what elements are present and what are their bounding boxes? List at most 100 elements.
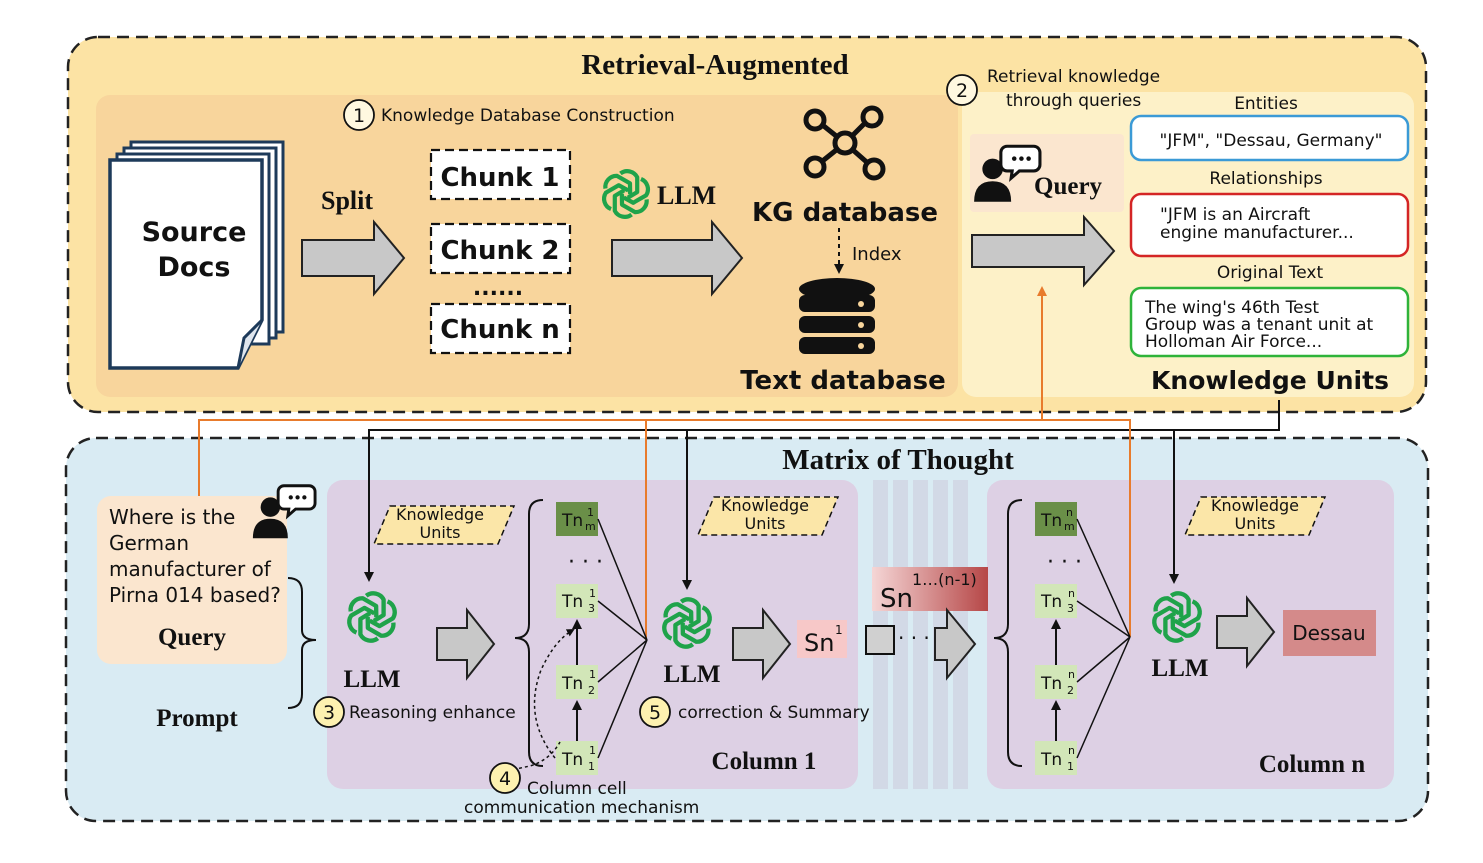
- llm-label-top: LLM: [657, 181, 716, 210]
- original-text-line1: The wing's 46th Test: [1144, 298, 1319, 318]
- col1-node-1-sup: 1: [589, 744, 596, 757]
- question-line1: Where is the: [109, 505, 235, 529]
- kg-database-label: KG database: [752, 198, 938, 228]
- source-docs-icon: [108, 140, 285, 370]
- chunk-2-label: Chunk 2: [440, 236, 559, 266]
- coln-node-1-base: Tn: [1040, 750, 1062, 770]
- coln-node-2-sub: 2: [1067, 684, 1074, 697]
- step5-number: 5: [649, 702, 661, 724]
- step1-label: Knowledge Database Construction: [381, 106, 675, 126]
- col1-node-m-base: Tn: [561, 511, 583, 531]
- kg-network-icon: [803, 105, 886, 181]
- relationships-line1: "JFM is an Aircraft: [1160, 205, 1311, 225]
- prompt-brace: [287, 577, 317, 709]
- answer-text: Dessau: [1292, 621, 1365, 645]
- col1-node-3-base: Tn: [561, 592, 583, 612]
- relationships-line2: engine manufacturer...: [1160, 223, 1354, 243]
- ku-to-llm1-line: [364, 400, 1280, 582]
- column-n-label: Column n: [1259, 751, 1365, 778]
- col1-vdots: · · ·: [568, 550, 603, 575]
- source-docs-line2: Docs: [157, 252, 230, 283]
- step2-label-line1: Retrieval knowledge: [987, 67, 1160, 87]
- sn-prev-sup: 1…(n-1): [912, 570, 977, 589]
- prompt-label: Prompt: [156, 705, 238, 732]
- text-database-icon: [799, 278, 875, 354]
- step4-number: 4: [499, 768, 511, 790]
- retrieval-augmented-title: Retrieval-Augmented: [581, 49, 848, 81]
- step2-label-line2: through queries: [1006, 91, 1141, 111]
- sn1-sup: 1: [835, 623, 843, 637]
- columnn-brace: [993, 499, 1023, 767]
- step3-label: Reasoning enhance: [349, 703, 516, 723]
- sn1-box: [797, 620, 847, 658]
- relationships-heading: Relationships: [1209, 169, 1322, 189]
- chunk-2-box: [429, 222, 572, 275]
- step4-label-line1: Column cell: [527, 779, 627, 799]
- llm1-arrow: [436, 607, 496, 681]
- step2-badge: [946, 74, 978, 106]
- coln-node-m-base: Tn: [1040, 511, 1062, 531]
- column1-brace: [514, 499, 544, 767]
- entities-text: "JFM", "Dessau, Germany": [1160, 131, 1383, 151]
- ku-tag-1-line1: Knowledge: [396, 505, 484, 524]
- ku-tag-n-line1: Knowledge: [1211, 496, 1299, 515]
- llm-col1-arrow: [732, 607, 792, 681]
- text-database-label: Text database: [740, 366, 946, 396]
- coln-node-m-sup: n: [1066, 506, 1073, 519]
- step4-label-line2: communication mechanism: [464, 798, 699, 818]
- coln-node-1-sub: 1: [1067, 760, 1074, 773]
- llm-to-kg-arrow: [611, 219, 744, 297]
- sn-prev-base: Sn: [880, 584, 913, 614]
- coln-nodes: [1035, 502, 1077, 775]
- llm-coln-label: LLM: [1152, 655, 1209, 682]
- chunk-n-box: [429, 302, 572, 355]
- step1-badge: [343, 99, 375, 131]
- relationships-box: [1129, 192, 1410, 258]
- question-line4: Pirna 014 based?: [109, 583, 281, 607]
- coln-node-2-sup: n: [1068, 668, 1075, 681]
- col1-nodes: [556, 502, 598, 775]
- original-text-heading: Original Text: [1217, 263, 1324, 283]
- column-1-label: Column 1: [712, 748, 817, 775]
- question-line3: manufacturer of: [109, 557, 272, 581]
- sn-prev-box: [872, 567, 988, 611]
- step1-number: 1: [353, 105, 365, 127]
- chunk-n-label: Chunk n: [440, 315, 559, 345]
- col1-node-1-sub: 1: [588, 760, 595, 773]
- col1-node-m-sub: m: [585, 520, 596, 533]
- coln-node-1-sup: n: [1068, 744, 1075, 757]
- ku-tag-n: [1183, 496, 1327, 536]
- col1-node-3-sup: 1: [589, 587, 596, 600]
- step3-badge: [313, 696, 345, 728]
- index-label: Index: [852, 244, 902, 265]
- step5-label: correction & Summary: [678, 703, 870, 723]
- ku-tag-2-line1: Knowledge: [721, 496, 809, 515]
- step3-number: 3: [323, 702, 335, 724]
- original-text-line2: Group was a tenant unit at: [1145, 315, 1373, 335]
- step2-number: 2: [956, 80, 968, 102]
- original-text-box: [1129, 286, 1410, 358]
- question-line2: German: [109, 531, 189, 555]
- col1-node-2-sup: 1: [589, 668, 596, 681]
- sn1-base: Sn: [804, 629, 834, 657]
- query-orange-line: [198, 419, 1131, 637]
- col1-node-3-sub: 3: [588, 602, 595, 615]
- coln-converge-lines: [1076, 518, 1131, 759]
- answer-box: [1283, 610, 1376, 656]
- query-to-units-arrow: [971, 214, 1116, 288]
- coln-node-3-sub: 3: [1067, 602, 1074, 615]
- entities-box: [1129, 114, 1410, 162]
- ku-tag-1: [372, 505, 516, 545]
- col1-converge-lines: [597, 518, 648, 759]
- coln-node-3-base: Tn: [1040, 592, 1062, 612]
- split-label: Split: [321, 186, 373, 215]
- source-docs-line1: Source: [142, 217, 247, 248]
- mid-square: [865, 625, 895, 655]
- llm-col1-label: LLM: [664, 661, 721, 688]
- col1-node-2-sub: 2: [588, 684, 595, 697]
- coln-node-m-sub: m: [1064, 520, 1075, 533]
- question-query-label: Query: [158, 624, 227, 651]
- coln-node-2-base: Tn: [1040, 674, 1062, 694]
- entities-heading: Entities: [1234, 94, 1298, 114]
